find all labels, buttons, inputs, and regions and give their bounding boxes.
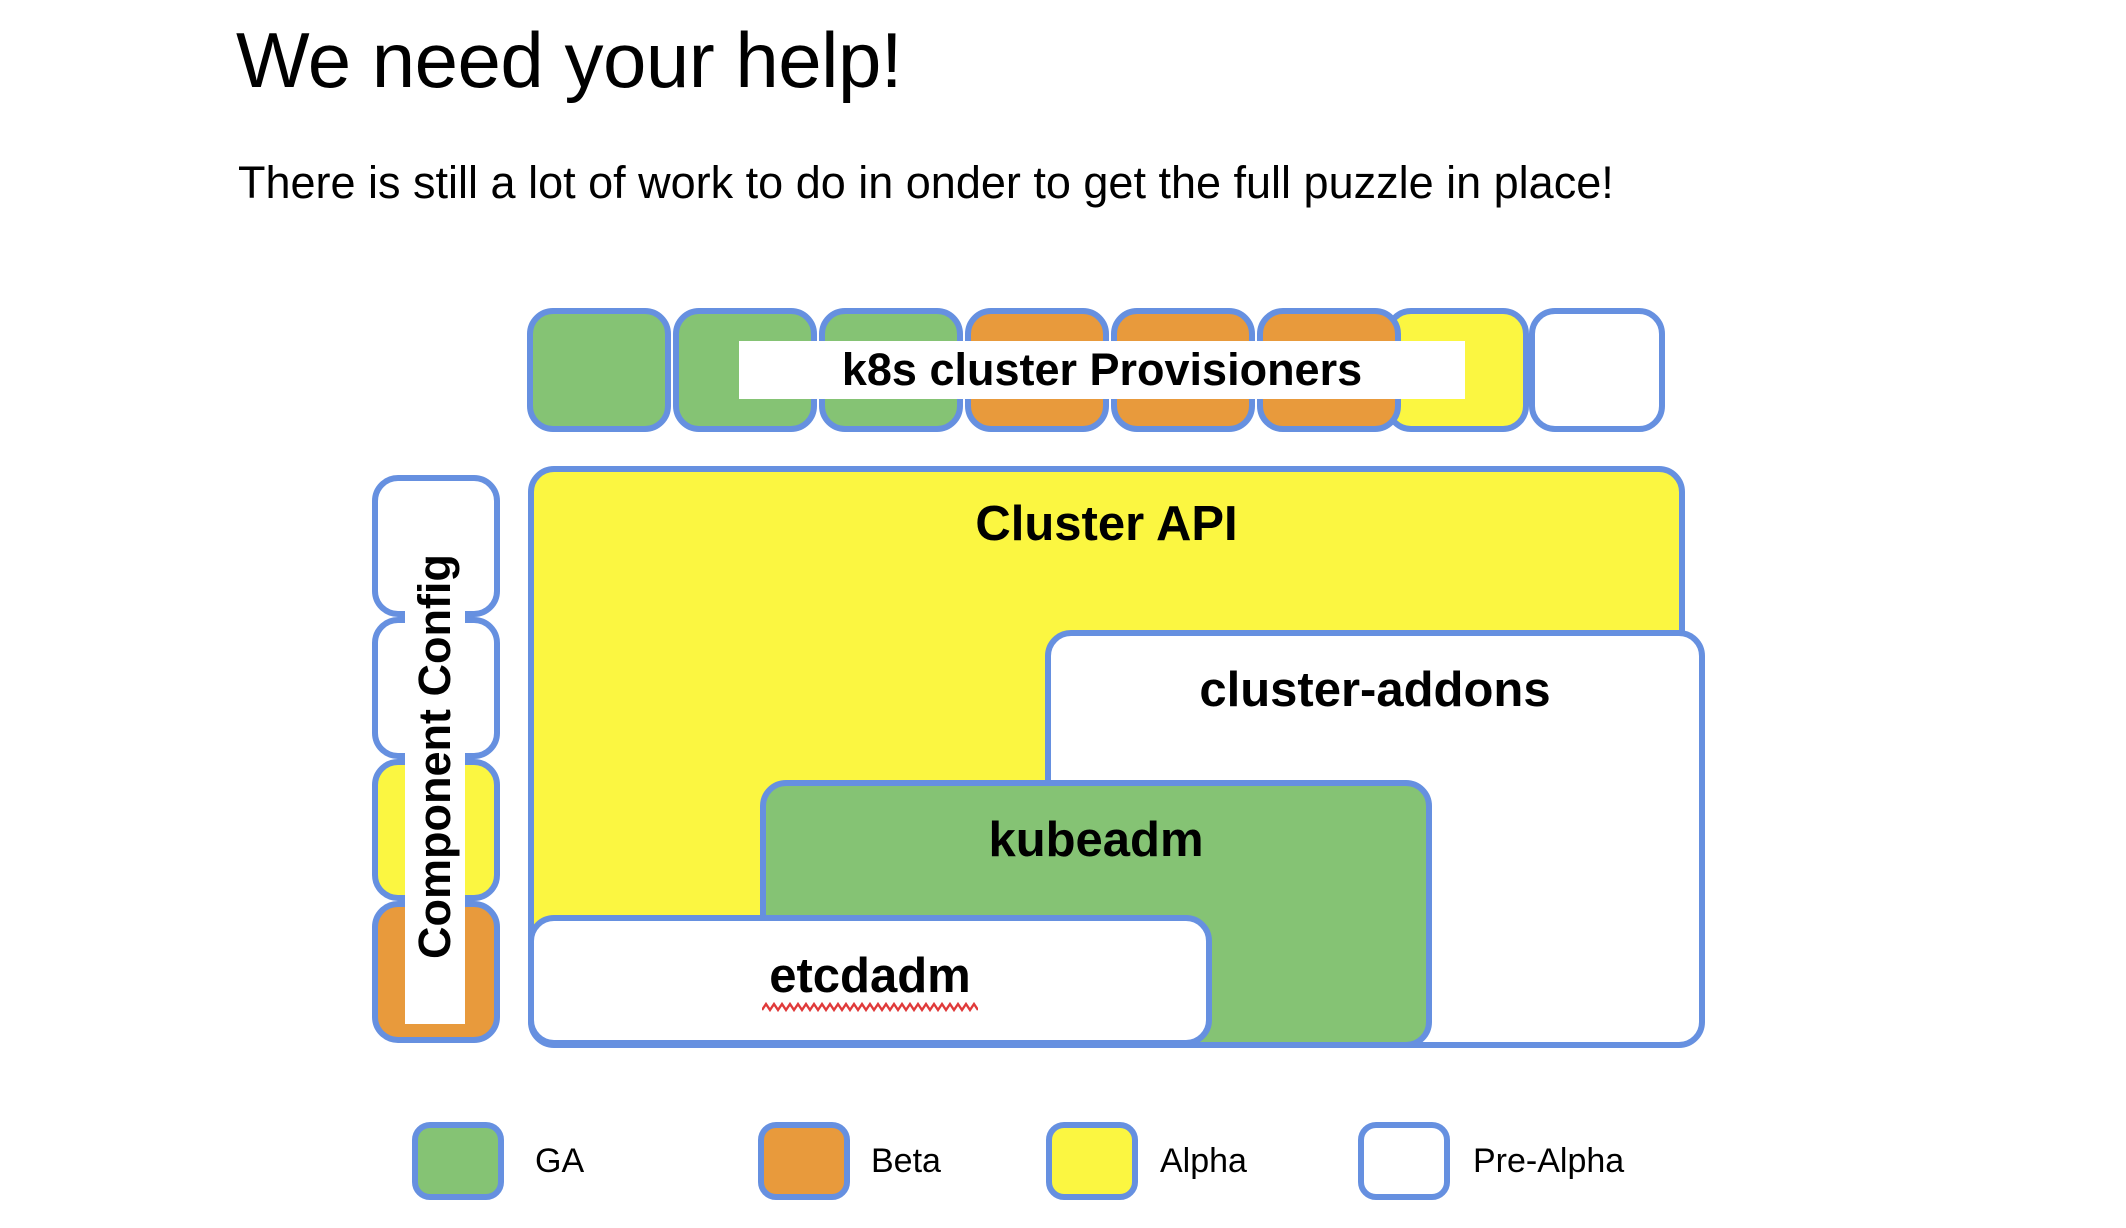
legend-label-ga: GA (535, 1142, 585, 1180)
provisioner-box-1 (527, 308, 671, 432)
legend-swatch-alpha (1046, 1122, 1138, 1200)
legend-label-pre-alpha: Pre-Alpha (1473, 1142, 1625, 1180)
provisioner-box-8 (1529, 308, 1665, 432)
etcdadm-box (528, 915, 1212, 1046)
page-subtitle: There is still a lot of work to do in on… (238, 157, 1614, 208)
provisioners-row-label: k8s cluster Provisioners (739, 341, 1465, 399)
legend-label-beta: Beta (871, 1142, 941, 1180)
legend-swatch-ga (412, 1122, 504, 1200)
spellcheck-squiggle-icon (762, 1001, 978, 1013)
legend-label-alpha: Alpha (1160, 1142, 1247, 1180)
legend-swatch-pre-alpha (1358, 1122, 1450, 1200)
legend-swatch-beta (758, 1122, 850, 1200)
component-config-label: Component Config (405, 490, 465, 1024)
page-title: We need your help! (236, 16, 903, 104)
